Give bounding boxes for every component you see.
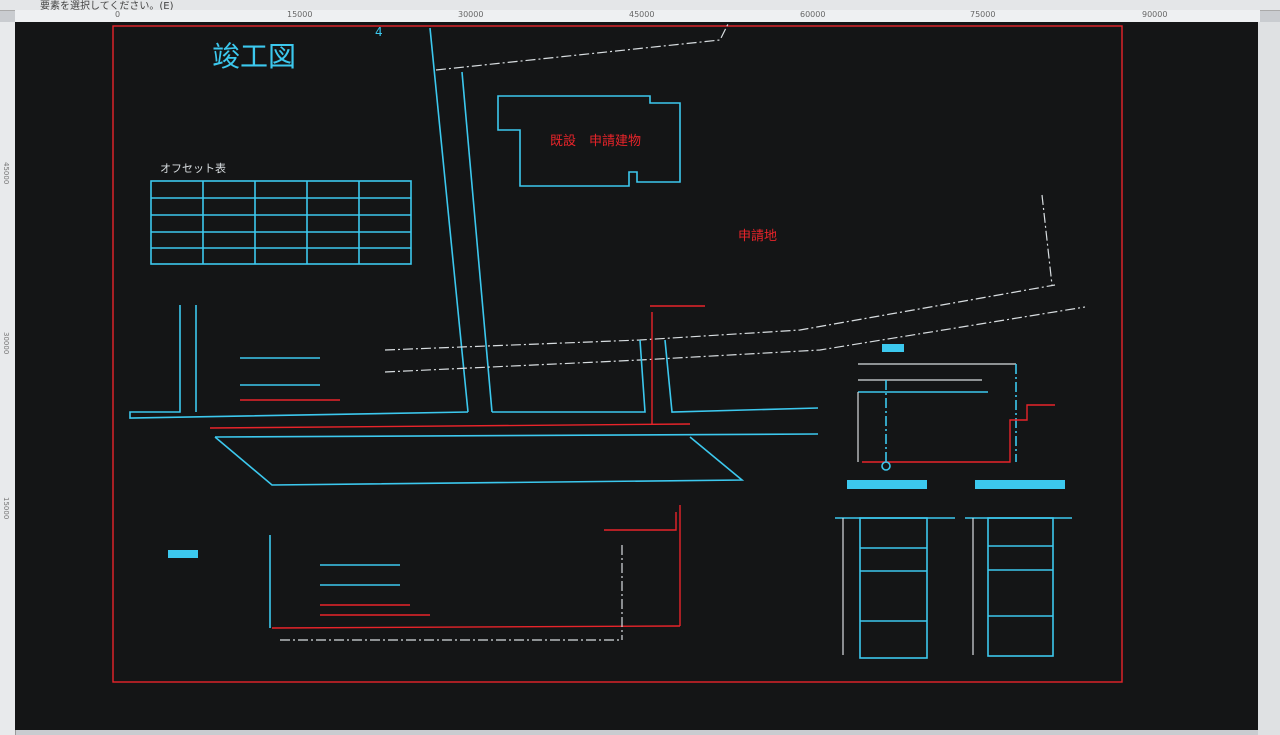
cad-canvas[interactable] [15,22,1258,730]
ruler-tick: 15000 [2,497,10,520]
pipe-profile [168,505,681,641]
site-label: 申請地 [738,229,777,244]
ruler-tick: 90000 [1142,10,1168,19]
north-mark: 4 [375,25,383,39]
sheet-border [112,25,1123,683]
soil-column-right [965,480,1072,657]
ruler-tick: 0 [115,10,121,19]
ruler-tick: 60000 [800,10,826,19]
cross-section [857,344,1055,471]
ruler-tick: 15000 [287,10,313,19]
road-lines [129,23,1086,486]
existing-building-label: 既設 申請建物 [550,133,641,149]
ruler-tick: 30000 [458,10,484,19]
pipe-plan [209,305,705,429]
status-message: 要素を選択してください。(E) [40,1,174,12]
existing-building [497,95,681,187]
offset-table [150,180,412,265]
ruler-tick: 45000 [2,162,10,185]
vertical-scrollbar[interactable] [1258,22,1280,735]
ruler-tick: 45000 [629,10,655,19]
soil-column-left [835,480,955,659]
ruler-tick: 75000 [970,10,996,19]
drawing-title: 竣工図 [212,40,296,73]
offset-table-title: オフセット表 [160,161,226,175]
ruler-tick: 30000 [2,332,10,355]
